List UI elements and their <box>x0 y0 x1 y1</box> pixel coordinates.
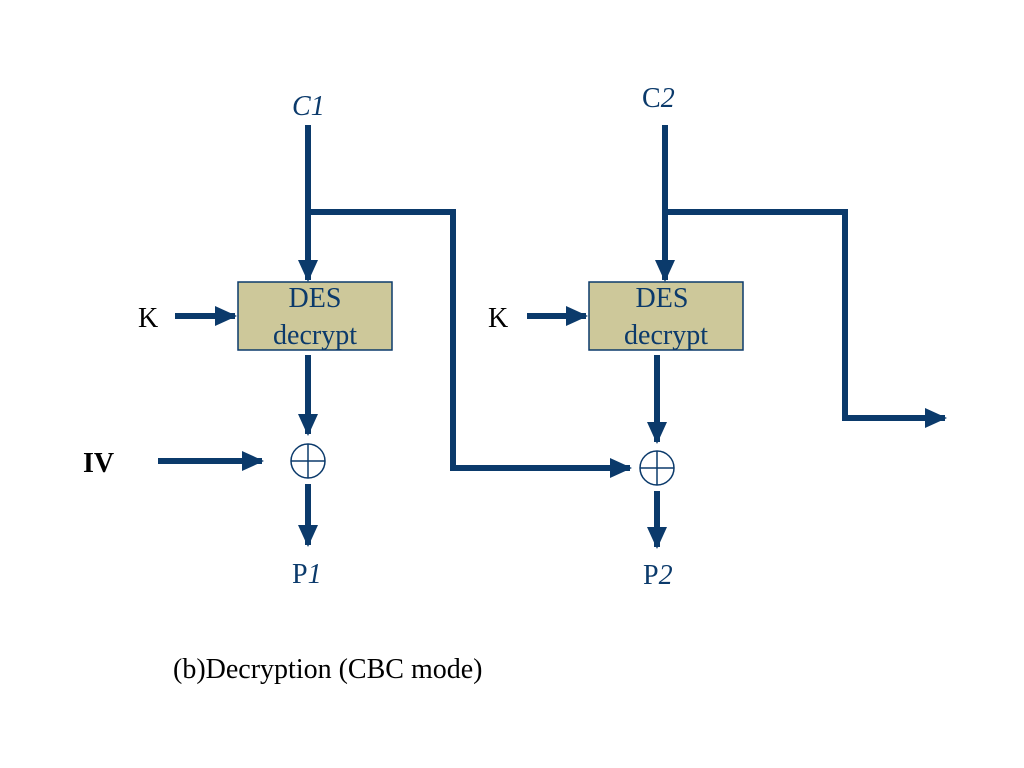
figure-caption: (b)Decryption (CBC mode) <box>173 654 483 685</box>
des-decrypt-box-2 <box>588 281 744 351</box>
plaintext-1-label: P1 <box>292 559 322 590</box>
c2-forward-path <box>665 209 947 428</box>
des-box-1-line1: DES <box>289 283 342 314</box>
plaintext-2-label: P2 <box>643 560 673 591</box>
ciphertext-2-label: C2 <box>642 83 675 114</box>
xor-icon <box>639 450 675 486</box>
ciphertext-1-label: C1 <box>292 91 325 122</box>
des-decrypt-box-1 <box>237 281 393 351</box>
des-box-2-line1: DES <box>636 283 689 314</box>
des-box-2-line2: decrypt <box>624 320 708 351</box>
c1-to-xor2-path <box>308 209 632 478</box>
key-2-label: K <box>488 303 508 334</box>
iv-label: IV <box>83 448 114 479</box>
des-box-1-line2: decrypt <box>273 320 357 351</box>
key-1-label: K <box>138 303 158 334</box>
xor-icon <box>290 443 326 479</box>
